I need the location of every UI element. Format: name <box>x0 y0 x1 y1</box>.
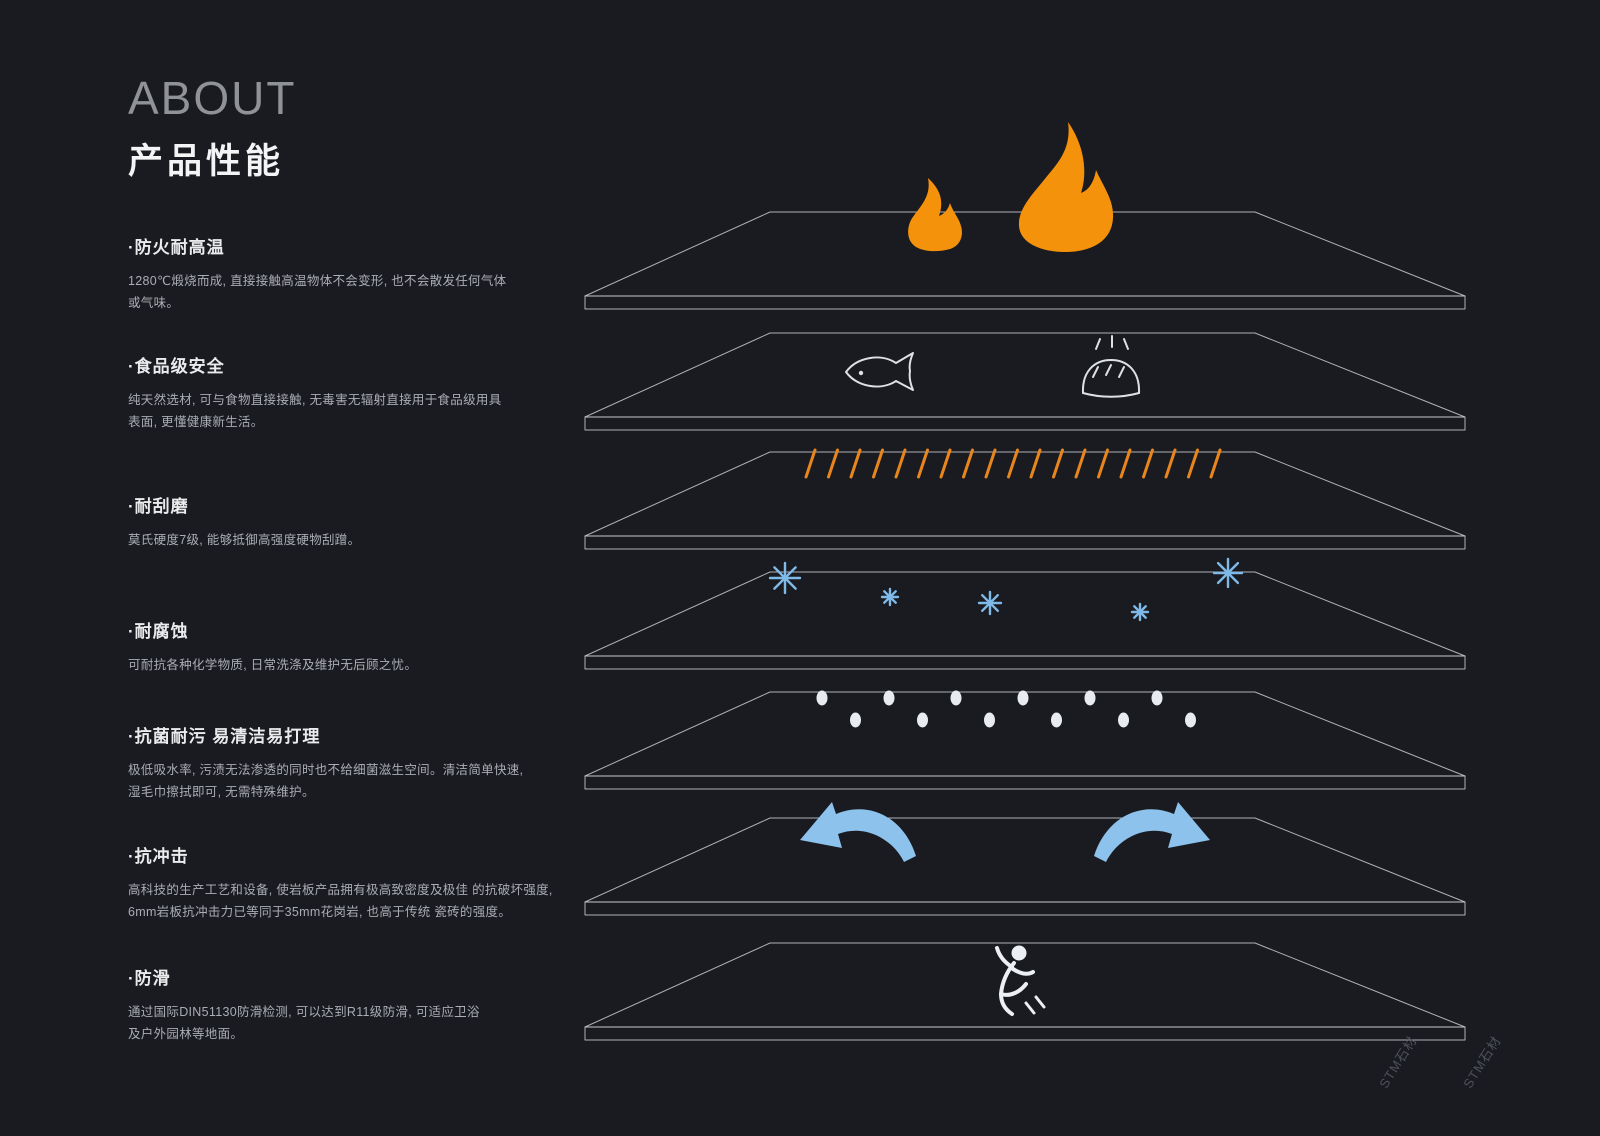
feature-desc: 莫氏硬度7级, 能够抵御高强度硬物刮蹭。 <box>128 533 361 547</box>
feature-desc: 高科技的生产工艺和设备, 使岩板产品拥有极高致密度及极佳 的抗破坏强度, 6mm… <box>128 883 553 919</box>
page-title-en: ABOUT <box>128 72 297 124</box>
feature-desc: 极低吸水率, 污渍无法渗透的同时也不给细菌滋生空间。清洁简单快速, 湿毛巾擦拭即… <box>128 763 524 799</box>
feature-title: ·抗菌耐污 易清洁易打理 <box>128 727 321 746</box>
slab-layers <box>584 211 1466 1041</box>
feature-title: ·防火耐高温 <box>128 238 225 257</box>
bread-icon <box>1081 335 1141 398</box>
slip-person-icon <box>995 945 1046 1016</box>
feature-antibacterial-easy-clean: ·抗菌耐污 易清洁易打理 极低吸水率, 污渍无法渗透的同时也不给细菌滋生空间。清… <box>128 722 598 804</box>
feature-food-safety: ·食品级安全 纯天然选材, 可与食物直接接触, 无毒害无辐射直接用于食品级用具 … <box>128 352 598 434</box>
page-header: ABOUT 产品性能 <box>128 75 296 184</box>
feature-scratch-resistance: ·耐刮磨 莫氏硬度7级, 能够抵御高强度硬物刮蹭。 <box>128 492 598 552</box>
feature-corrosion-resistance: ·耐腐蚀 可耐抗各种化学物质, 日常洗涤及维护无后顾之忧。 <box>128 617 598 677</box>
feature-title: ·防滑 <box>128 969 171 988</box>
feature-title: ·抗冲击 <box>128 847 189 866</box>
feature-title: ·耐腐蚀 <box>128 622 189 641</box>
feature-title: ·耐刮磨 <box>128 497 189 516</box>
feature-anti-slip: ·防滑 通过国际DIN51130防滑检测, 可以达到R11级防滑, 可适应卫浴 … <box>128 964 598 1046</box>
scratch-marks-icon <box>804 448 1222 479</box>
fish-icon <box>845 352 914 391</box>
feature-desc: 可耐抗各种化学物质, 日常洗涤及维护无后顾之忧。 <box>128 658 418 672</box>
impact-arrows-icon <box>800 802 1210 862</box>
snowflake-icons <box>768 557 1244 622</box>
feature-desc: 通过国际DIN51130防滑检测, 可以达到R11级防滑, 可适应卫浴 及户外园… <box>128 1005 480 1041</box>
fire-icon <box>908 122 1114 252</box>
feature-fire-resistance: ·防火耐高温 1280℃煅烧而成, 直接接触高温物体不会变形, 也不会散发任何气… <box>128 233 598 315</box>
feature-desc: 纯天然选材, 可与食物直接接触, 无毒害无辐射直接用于食品级用具 表面, 更懂健… <box>128 393 502 429</box>
slab-diagram <box>560 0 1600 1131</box>
feature-impact-resistance: ·抗冲击 高科技的生产工艺和设备, 使岩板产品拥有极高致密度及极佳 的抗破坏强度… <box>128 842 598 924</box>
droplet-dots-icon <box>816 690 1196 728</box>
page-title-zh: 产品性能 <box>128 142 285 181</box>
feature-title: ·食品级安全 <box>128 357 225 376</box>
feature-desc: 1280℃煅烧而成, 直接接触高温物体不会变形, 也不会散发任何气体 或气味。 <box>128 274 507 310</box>
